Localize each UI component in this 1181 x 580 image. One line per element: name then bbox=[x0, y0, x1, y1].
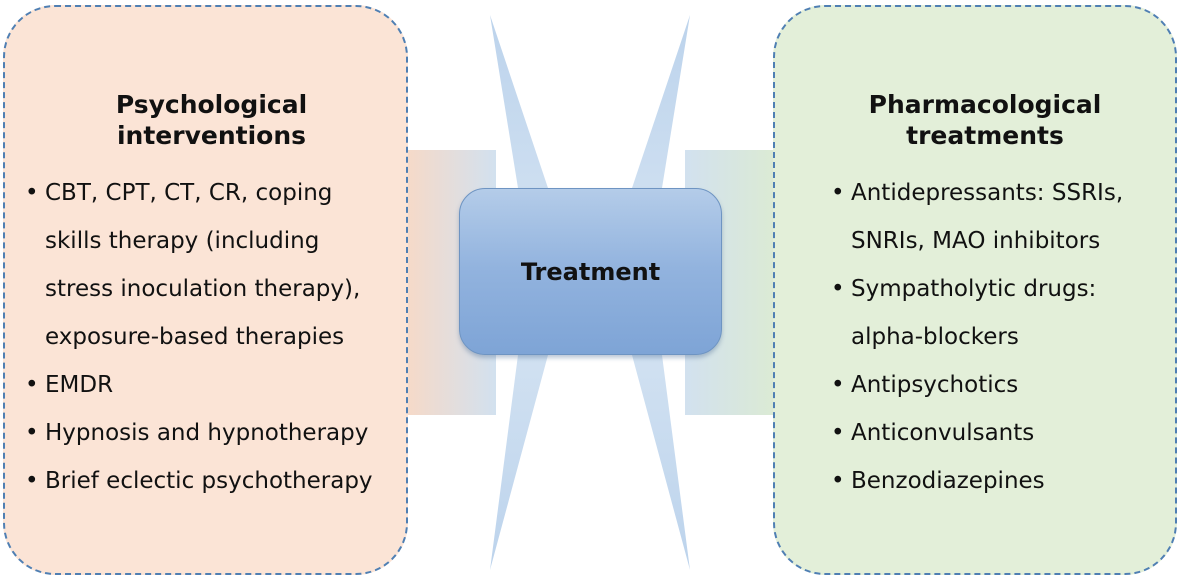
list-item: Antipsychotics bbox=[829, 361, 1174, 409]
list-item: Benzodiazepines bbox=[829, 457, 1174, 505]
list-item-continuation: stress inoculation therapy), bbox=[45, 276, 361, 302]
pharmacological-treatments-panel: Pharmacological treatments Antidepressan… bbox=[773, 5, 1177, 575]
list-item-continuation: exposure-based therapies bbox=[45, 324, 345, 350]
list-item-continuation: skills therapy (including bbox=[45, 228, 320, 254]
list-item: Antidepressants: SSRIs, bbox=[829, 169, 1174, 217]
left-title-line-2: interventions bbox=[116, 121, 307, 150]
psychological-interventions-panel: Psychological interventions CBT, CPT, CT… bbox=[3, 5, 408, 575]
left-title-line-1: Psychological bbox=[115, 90, 308, 119]
right-title-line-2: treatments bbox=[906, 121, 1064, 150]
list-item-continuation: SNRIs, MAO inhibitors bbox=[851, 228, 1101, 254]
psychological-interventions-title: Psychological interventions bbox=[5, 89, 406, 151]
pharmacological-treatments-title: Pharmacological treatments bbox=[775, 89, 1175, 151]
list-item: Anticonvulsants bbox=[829, 409, 1174, 457]
list-item: CBT, CPT, CT, CR, coping bbox=[23, 169, 408, 217]
list-item: Hypnosis and hypnotherapy bbox=[23, 409, 408, 457]
pharmacological-treatments-list: Antidepressants: SSRIs, SNRIs, MAO inhib… bbox=[829, 169, 1174, 505]
list-item-continuation: alpha-blockers bbox=[851, 324, 1019, 350]
psychological-interventions-list: CBT, CPT, CT, CR, coping skills therapy … bbox=[23, 169, 408, 505]
treatment-label: Treatment bbox=[520, 257, 661, 286]
right-title-line-1: Pharmacological bbox=[868, 90, 1102, 119]
list-item: Sympatholytic drugs: bbox=[829, 265, 1174, 313]
treatment-box: Treatment bbox=[459, 188, 722, 355]
list-item: Brief eclectic psychotherapy bbox=[23, 457, 408, 505]
list-item: EMDR bbox=[23, 361, 408, 409]
